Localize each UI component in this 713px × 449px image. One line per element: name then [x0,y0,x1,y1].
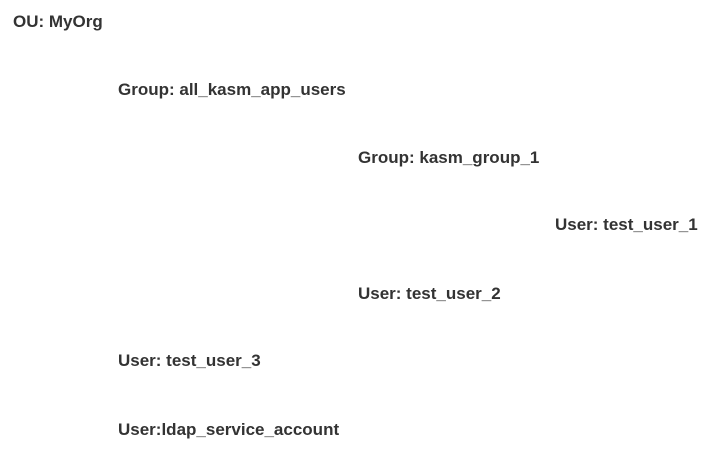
ou-myorg: OU: MyOrg [13,12,103,31]
user-ldap-service-account: User:ldap_service_account [118,420,340,439]
group-kasm-group-1: Group: kasm_group_1 [358,148,540,167]
group-all-kasm-app-users: Group: all_kasm_app_users [118,80,346,99]
user-test-user-1: User: test_user_1 [555,215,698,234]
user-test-user-2: User: test_user_2 [358,284,501,303]
user-test-user-3: User: test_user_3 [118,351,261,370]
